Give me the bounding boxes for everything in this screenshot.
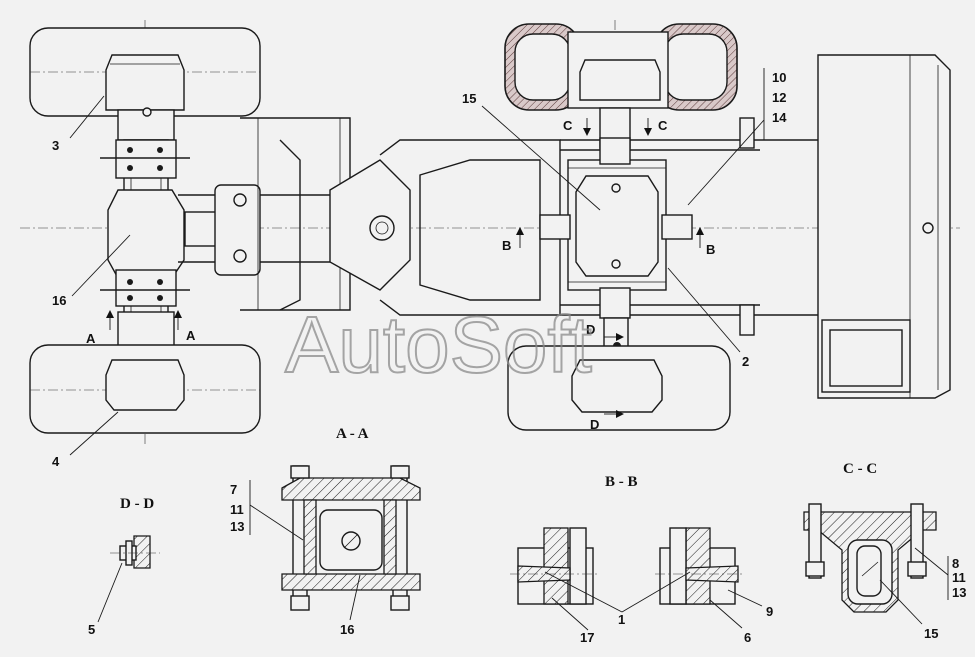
callout-15-top: 15 [462, 91, 476, 106]
callout-stack-cc-1: 8 [952, 556, 959, 571]
callout-5: 5 [88, 622, 95, 637]
marker-b-left: B [502, 238, 511, 253]
callout-stack-top-2: 12 [772, 90, 786, 105]
marker-d-top: D [586, 322, 595, 337]
frame-structure [178, 117, 839, 336]
callout-16-aa: 16 [340, 622, 354, 637]
callout-6: 6 [744, 630, 751, 645]
section-aa-view [281, 465, 421, 611]
marker-c-right: C [658, 118, 668, 133]
section-cc-title: C - C [843, 461, 877, 477]
callout-stack-cc-3: 13 [952, 585, 966, 600]
callout-stack-aa-3: 13 [230, 519, 244, 534]
marker-b-right: B [706, 242, 715, 257]
callout-stack-aa-1: 7 [230, 482, 237, 497]
watermark: AutoSoft [285, 300, 592, 389]
callout-4: 4 [52, 454, 60, 469]
marker-d-bottom: D [590, 417, 599, 432]
callout-9: 9 [766, 604, 773, 619]
section-bb-title: B - B [605, 474, 638, 490]
callout-1: 1 [618, 612, 625, 627]
section-dd-title: D - D [120, 496, 154, 512]
callout-stack-top-3: 14 [772, 110, 787, 125]
front-axle-assembly [20, 20, 960, 445]
section-dd-view [110, 535, 160, 569]
callout-stack-aa-2: 11 [230, 502, 244, 517]
rear-counterweight [817, 54, 951, 399]
callout-16-top: 16 [52, 293, 66, 308]
section-bb-right [655, 527, 745, 605]
callout-3: 3 [52, 138, 59, 153]
callout-2: 2 [742, 354, 749, 369]
marker-c-left: C [563, 118, 573, 133]
callout-stack-cc-2: 11 [952, 570, 966, 585]
callout-17: 17 [580, 630, 594, 645]
section-cc-view [803, 503, 937, 613]
marker-a-left: A [86, 331, 96, 346]
callout-15-cc: 15 [924, 626, 938, 641]
rear-axle-assembly [504, 20, 738, 431]
section-markers [106, 118, 704, 418]
marker-a-right: A [186, 328, 196, 343]
section-aa-title: A - A [336, 426, 369, 442]
callout-stack-top-1: 10 [772, 70, 786, 85]
section-bb-left [510, 527, 600, 605]
